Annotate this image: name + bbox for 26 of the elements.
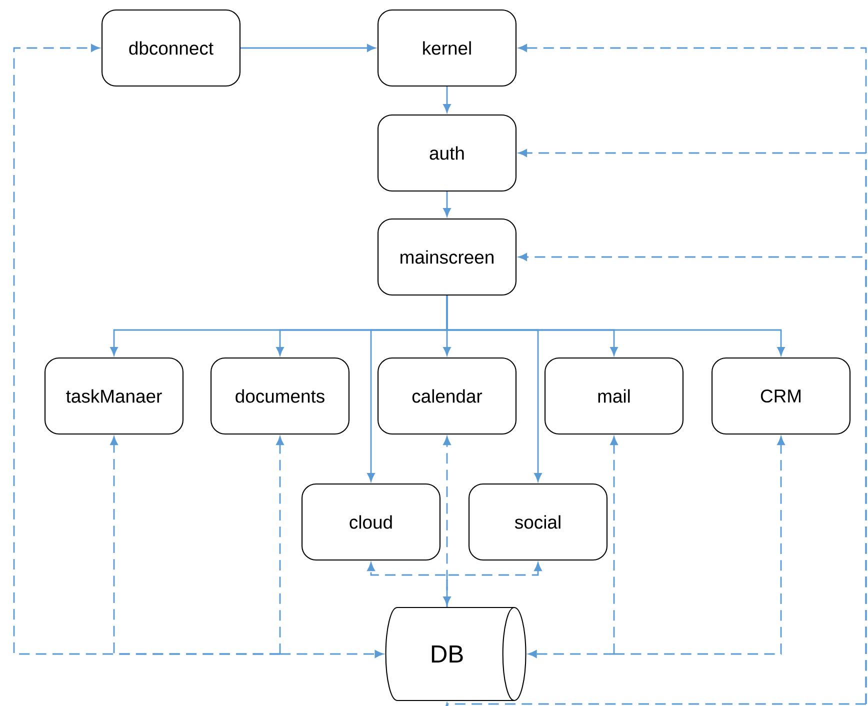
module-box: cloud <box>302 483 441 561</box>
dashed-arrow <box>528 650 614 658</box>
module-box: taskManaer <box>44 357 184 435</box>
dashed-arrow <box>443 436 451 606</box>
module-box: kernel <box>378 9 517 87</box>
arrow <box>443 86 451 113</box>
dashed-arrow <box>110 436 280 655</box>
dashed-arrow <box>443 702 866 706</box>
dashed-arrow <box>610 436 618 654</box>
module-box: dbconnect <box>101 9 241 87</box>
module-box: mail <box>544 357 684 435</box>
module-box: social <box>468 483 608 561</box>
module-box: auth <box>378 114 517 192</box>
dashed-arrow <box>280 650 384 658</box>
arrow <box>443 192 451 217</box>
module-box: mainscreen <box>378 218 517 296</box>
dashed-arrow <box>518 253 867 704</box>
database-cylinder: DB <box>385 607 526 702</box>
arrow <box>446 296 542 482</box>
module-box: documents <box>210 357 350 435</box>
dashed-arrow <box>446 562 542 607</box>
dashed-arrow <box>276 436 284 654</box>
arrow <box>240 44 376 52</box>
module-box: calendar <box>378 357 517 435</box>
module-box: CRM <box>712 357 851 435</box>
dashed-arrow <box>614 436 785 655</box>
